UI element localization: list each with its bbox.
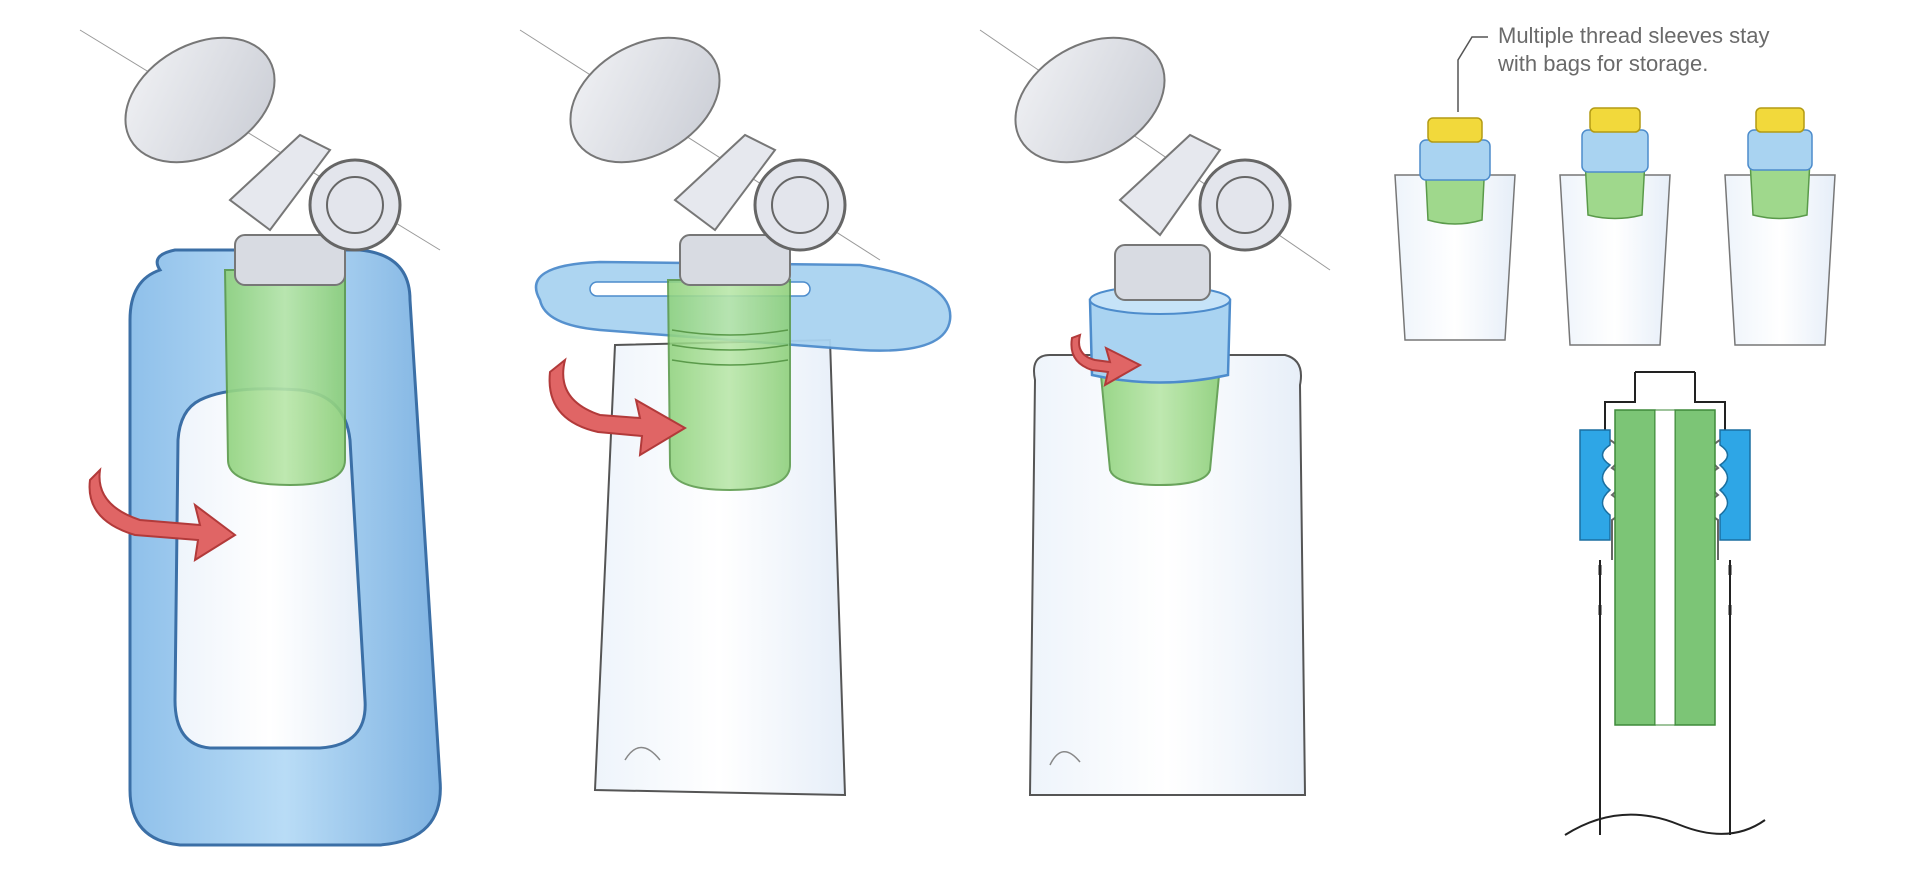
storage-callout-text: Multiple thread sleeves stay with bags f… — [1498, 22, 1898, 78]
callout-line-2: with bags for storage. — [1498, 51, 1709, 76]
insert-section-right — [1674, 409, 1716, 726]
storage-cap — [1589, 107, 1641, 133]
stored-bag — [1394, 117, 1516, 341]
stored-bag — [1559, 107, 1671, 346]
storage-cap — [1755, 107, 1805, 133]
green-insert — [666, 279, 791, 492]
milk-bag — [1028, 354, 1307, 796]
thread-sleeve — [1581, 129, 1649, 173]
stored-bag — [1724, 107, 1836, 346]
cross-section-diagram — [1564, 371, 1766, 836]
sketch-collar-bag — [519, 29, 952, 797]
pump-connector — [679, 234, 791, 286]
sketch-thread-sleeve-bag — [979, 29, 1331, 796]
stored-bags-group — [1394, 107, 1836, 346]
pump-connector — [1114, 244, 1211, 301]
storage-cap — [1427, 117, 1483, 143]
green-insert — [1098, 364, 1222, 487]
callout-leader — [1457, 36, 1488, 112]
green-insert — [223, 269, 346, 487]
rotation-arrow-icon — [88, 467, 237, 562]
rotation-arrow-icon — [548, 357, 687, 457]
sketch-frame-holder — [79, 29, 442, 847]
insert-section-left — [1614, 409, 1656, 726]
thread-sleeve — [1747, 129, 1813, 171]
pump-connector — [234, 234, 346, 286]
sleeve-section-right — [1718, 429, 1751, 541]
thread-sleeve — [1419, 139, 1491, 181]
pump-flange — [124, 36, 276, 164]
pump-flange — [1014, 36, 1166, 164]
sleeve-section-left — [1579, 429, 1612, 541]
callout-line-1: Multiple thread sleeves stay — [1498, 23, 1770, 48]
pump-flange — [569, 36, 721, 164]
rotation-arrow-icon — [1070, 333, 1143, 388]
